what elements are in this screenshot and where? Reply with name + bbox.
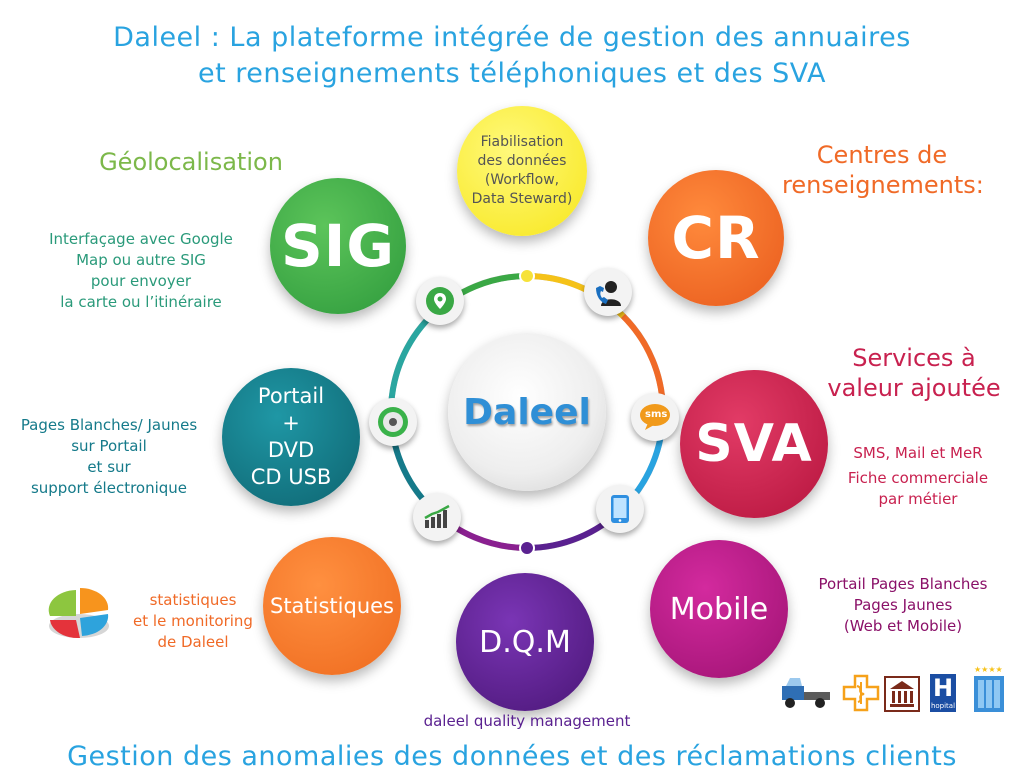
dqm-circle: D.Q.M xyxy=(456,573,594,711)
stats-text-line-1: statistiques xyxy=(149,591,237,609)
sig-label: SIG xyxy=(281,212,395,280)
hospital-icon: H hopital xyxy=(930,674,956,712)
stats-text-line-2: et le monitoring xyxy=(133,612,253,630)
portail-text-line-2: sur Portail xyxy=(71,437,147,455)
fiabilisation-line-1: Fiabilisation xyxy=(480,134,564,150)
portail-line-4: CD USB xyxy=(250,465,332,489)
fiabilisation-circle: Fiabilisation des données (Workflow, Dat… xyxy=(457,106,587,236)
cr-head: Centres de renseignements: xyxy=(782,140,984,200)
portail-text: Pages Blanches/ Jaunes sur Portail et su… xyxy=(0,415,218,499)
svg-text:★★★★: ★★★★ xyxy=(974,665,1003,674)
dqm-caption: daleel quality management xyxy=(423,712,631,730)
geo-text: Interfaçage avec Google Map ou autre SIG… xyxy=(16,229,266,313)
stats-text-line-3: de Daleel xyxy=(157,633,229,651)
fiabilisation-line-3: (Workflow, xyxy=(484,172,560,188)
geo-head: Géolocalisation xyxy=(99,148,283,176)
mobile-label: Mobile xyxy=(669,591,769,627)
mobile-text-line-2: Pages Jaunes xyxy=(853,596,953,614)
mobile-text-line-3: (Web et Mobile) xyxy=(843,617,963,635)
sva-head-line-1: Services à xyxy=(852,344,976,372)
tow-truck-icon xyxy=(780,676,834,714)
stats-text: statistiques et le monitoring de Daleel xyxy=(118,590,268,653)
hospital-icon-letter: H xyxy=(932,674,954,702)
sva-text-line-3: par métier xyxy=(878,490,958,508)
statistiques-label: Statistiques xyxy=(269,594,394,618)
title-line-1: Daleel : La plateforme intégrée de gesti… xyxy=(113,22,911,53)
sva-text: SMS, Mail et MeR Fiche commerciale par m… xyxy=(828,443,1008,510)
portail-circle: Portail + DVD CD USB xyxy=(222,368,360,506)
cr-head-line-1: Centres de xyxy=(816,141,948,169)
center-label: Daleel xyxy=(463,391,591,433)
statistiques-circle: Statistiques xyxy=(263,537,401,675)
phone-user-icon xyxy=(584,268,632,316)
mobile-circle: Mobile xyxy=(650,540,788,678)
center-daleel-circle: Daleel xyxy=(448,333,606,491)
cr-label: CR xyxy=(671,204,761,272)
portail-line-3: DVD xyxy=(267,438,315,462)
footer-title: Gestion des anomalies des données et des… xyxy=(67,741,957,772)
portail-line-2: + xyxy=(282,411,300,435)
pie-chart-icon xyxy=(46,586,112,648)
geo-text-line-1: Interfaçage avec Google xyxy=(49,230,233,248)
portail-text-line-1: Pages Blanches/ Jaunes xyxy=(20,416,198,434)
fiabilisation-line-2: des données xyxy=(477,153,567,169)
cr-circle: CR xyxy=(648,170,784,306)
sig-circle: SIG xyxy=(270,178,406,314)
sva-text-line-1: SMS, Mail et MeR xyxy=(853,444,983,462)
disc-icon xyxy=(369,398,417,446)
location-pin-icon xyxy=(416,277,464,325)
cr-head-line-2: renseignements: xyxy=(782,171,984,199)
sva-circle: SVA xyxy=(680,370,828,518)
portail-text-line-3: et sur xyxy=(87,458,131,476)
bar-chart-icon xyxy=(413,493,461,541)
sva-label: SVA xyxy=(695,414,813,474)
mobile-text: Portail Pages Blanches Pages Jaunes (Web… xyxy=(790,574,1016,637)
portail-text-line-4: support électronique xyxy=(30,479,188,497)
dqm-label: D.Q.M xyxy=(479,624,571,660)
museum-icon xyxy=(884,676,920,716)
hotel-building-icon: ★★★★ xyxy=(968,664,1010,718)
geo-text-line-2: Map ou autre SIG xyxy=(76,251,206,269)
pharmacy-icon xyxy=(842,674,880,716)
geo-text-line-4: la carte ou l’itinéraire xyxy=(60,293,222,311)
mobile-text-line-1: Portail Pages Blanches xyxy=(818,575,988,593)
sva-head: Services à valeur ajoutée xyxy=(816,343,1012,403)
smartphone-icon xyxy=(596,485,644,533)
geo-text-line-3: pour envoyer xyxy=(90,272,192,290)
title-line-2: et renseignements téléphoniques et des S… xyxy=(197,58,827,89)
sva-text-line-2: Fiche commerciale xyxy=(847,469,989,487)
sms-icon: sms xyxy=(631,393,679,441)
sva-head-line-2: valeur ajoutée xyxy=(827,374,1001,402)
sms-icon-text: sms xyxy=(645,409,668,420)
hospital-icon-caption: hopital xyxy=(930,702,956,710)
portail-line-1: Portail xyxy=(257,384,325,408)
fiabilisation-line-4: Data Steward) xyxy=(471,191,573,207)
